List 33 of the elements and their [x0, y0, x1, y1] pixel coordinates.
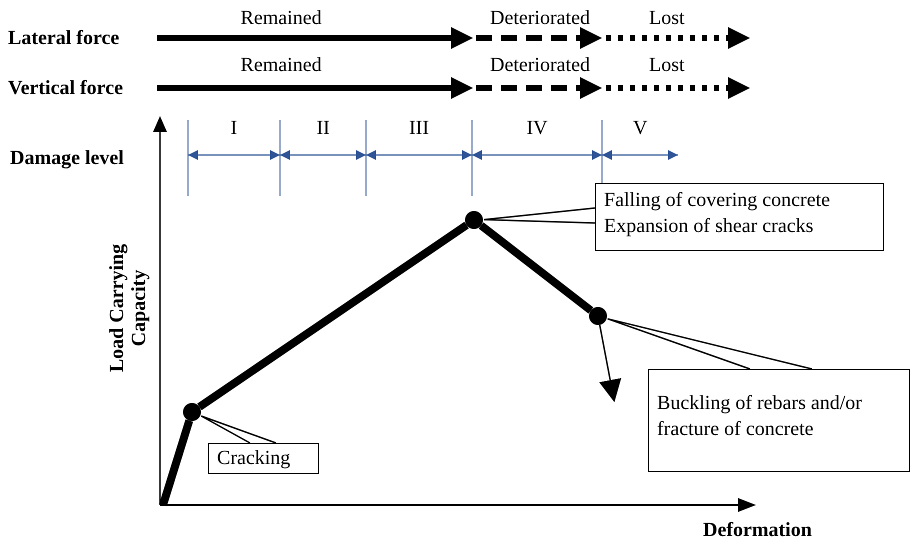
callout-box: [595, 183, 884, 251]
curve-segment: [197, 222, 469, 410]
stage-label: I: [230, 116, 238, 140]
row-label: Lateral force: [8, 26, 120, 50]
stage-label: V: [633, 116, 648, 140]
callout-box: [208, 443, 319, 474]
row-label: Vertical force: [8, 76, 123, 100]
state-label: Deteriorated: [490, 53, 590, 77]
callout-text: Buckling of rebars and/or fracture of concrete: [657, 391, 863, 442]
axis-title: Load Carrying Capacity: [106, 242, 150, 374]
leader-line: [483, 207, 596, 224]
callout-text: Falling of covering concrete: [604, 188, 832, 213]
callout-text: Expansion of shear cracks: [604, 214, 814, 239]
stage-label: II: [316, 116, 330, 140]
state-label: Lost: [649, 6, 685, 30]
axis-label: Damage level: [10, 146, 124, 170]
curve-segment: [159, 419, 194, 506]
callout-box: [648, 369, 910, 472]
leader-line: [200, 415, 277, 444]
axis-title: Deformation: [703, 518, 812, 542]
callout-text: Cracking: [217, 446, 292, 471]
stage-label: III: [409, 116, 429, 140]
curve-point: [183, 403, 201, 421]
curve-segment: [478, 222, 594, 314]
state-label: Deteriorated: [490, 6, 590, 30]
leader-line: [606, 318, 813, 370]
state-label: Remained: [240, 6, 322, 30]
curve-point: [465, 211, 483, 229]
state-label: Lost: [649, 53, 685, 77]
curve-point: [589, 307, 607, 325]
arrow: [598, 324, 622, 402]
state-label: Remained: [240, 53, 322, 77]
stage-label: IV: [526, 116, 548, 140]
